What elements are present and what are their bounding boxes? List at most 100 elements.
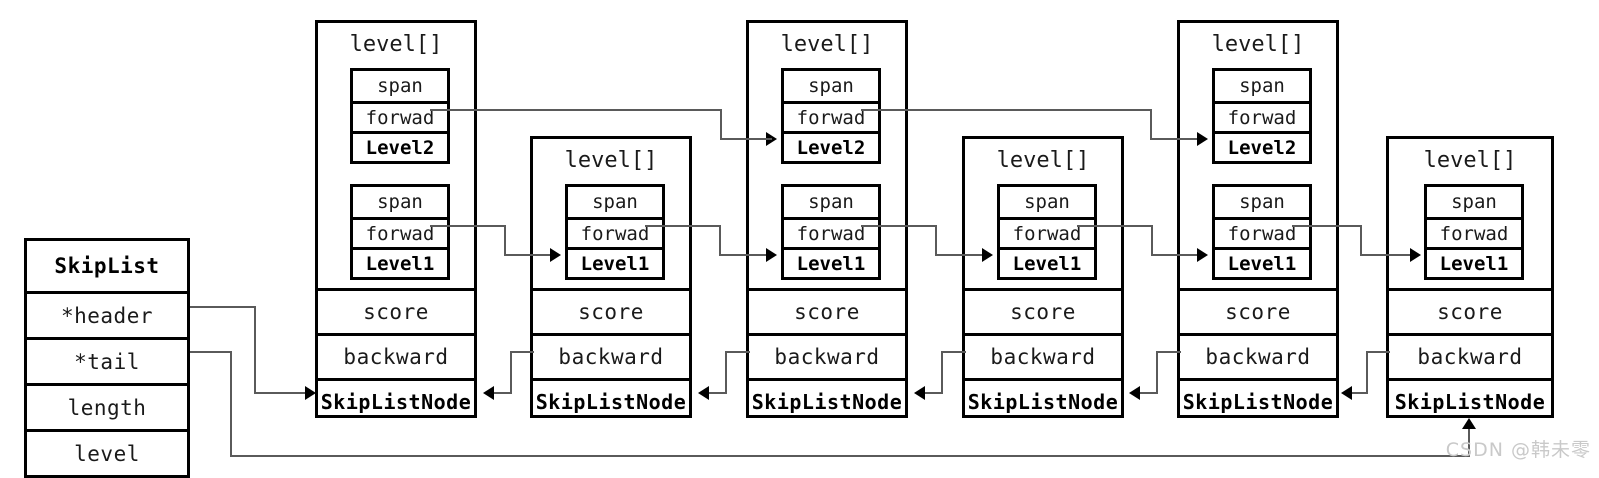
l2-link-3-5-seg-v <box>1150 109 1152 139</box>
node-5: level[] span forwad Level2 span forwad L… <box>1177 20 1339 418</box>
node-3-score: score <box>749 288 905 333</box>
node-1-backward: backward <box>318 333 474 378</box>
skiplist-struct-box: SkipList *header *tail length level <box>24 238 190 478</box>
bw-link-6-5-seg-v <box>1366 351 1368 393</box>
bw-link-4-3-seg-h1 <box>941 351 966 353</box>
node-2-level1-label: Level1 <box>568 247 662 277</box>
node-3-level-array-label: level[] <box>780 31 874 57</box>
node-2-level1-block: span forwad Level1 <box>565 184 665 280</box>
node-6-type: SkipListNode <box>1389 378 1551 423</box>
skiplist-field-level: level <box>27 429 187 475</box>
l1-link-4-5-arrow-icon <box>1197 248 1208 262</box>
node-5-level1-label: Level1 <box>1215 247 1309 277</box>
tail-pointer-arrow-icon <box>1462 418 1476 429</box>
node-6-score: score <box>1389 288 1551 333</box>
node-2-type: SkipListNode <box>533 378 689 423</box>
node-1-level1-label: Level1 <box>353 247 447 277</box>
node-1-level2-forward: forwad <box>353 101 447 131</box>
node-1-level2-label: Level2 <box>353 131 447 161</box>
bw-link-5-4-seg-v <box>1156 351 1158 393</box>
bw-link-2-1-seg-h1 <box>510 351 534 353</box>
l1-link-2-3-seg-h1 <box>645 225 721 227</box>
l2-link-3-5-arrow-icon <box>1197 132 1208 146</box>
node-6-level1-forward: forwad <box>1427 217 1521 247</box>
header-pointer-seg-v <box>254 306 256 393</box>
node-5-type: SkipListNode <box>1180 378 1336 423</box>
skiplist-field-length: length <box>27 383 187 429</box>
tail-pointer-seg-h1 <box>190 351 232 353</box>
bw-link-2-1-seg-v <box>510 351 512 393</box>
header-pointer-arrow-icon <box>305 386 316 400</box>
node-3-type: SkipListNode <box>749 378 905 423</box>
node-1-type: SkipListNode <box>318 378 474 423</box>
tail-pointer-seg-h2 <box>230 455 1470 457</box>
node-5-level1-span: span <box>1239 191 1285 213</box>
l1-link-1-2-seg-h2 <box>504 254 556 256</box>
node-1-score: score <box>318 288 474 333</box>
l1-link-1-2-seg-h1 <box>430 225 506 227</box>
node-1-level1-span: span <box>377 191 423 213</box>
l2-link-1-3-seg-h3 <box>740 138 772 140</box>
l1-link-5-6-seg-h1 <box>1292 225 1362 227</box>
node-3-level1-label: Level1 <box>784 247 878 277</box>
skiplist-title: SkipList <box>54 254 160 278</box>
node-3: level[] span forwad Level2 span forwad L… <box>746 20 908 418</box>
node-4-score: score <box>965 288 1121 333</box>
bw-link-4-3-arrow-icon <box>914 386 925 400</box>
bw-link-6-5-seg-h2 <box>1352 392 1368 394</box>
l2-link-1-3-seg-h1 <box>430 109 722 111</box>
node-5-level2-label: Level2 <box>1215 131 1309 161</box>
node-3-level2-label: Level2 <box>784 131 878 161</box>
node-5-level2-block: span forwad Level2 <box>1212 68 1312 164</box>
bw-link-4-3-seg-v <box>941 351 943 393</box>
skiplist-field-tail: *tail <box>27 337 187 383</box>
node-6-level1-block: span forwad Level1 <box>1424 184 1524 280</box>
l1-link-5-6-arrow-icon <box>1410 248 1421 262</box>
skiplist-field-header: *header <box>27 291 187 337</box>
bw-link-6-5-seg-h1 <box>1366 351 1390 353</box>
node-4-level1-forward: forwad <box>1000 217 1094 247</box>
node-1: level[] span forwad Level2 span forwad L… <box>315 20 477 418</box>
bw-link-6-5-arrow-icon <box>1341 386 1352 400</box>
bw-link-3-2-arrow-icon <box>698 386 709 400</box>
node-3-level2-forward: forwad <box>784 101 878 131</box>
node-5-level2-forward: forwad <box>1215 101 1309 131</box>
node-3-level2-span: span <box>808 75 854 97</box>
node-1-level2-span: span <box>377 75 423 97</box>
l1-link-4-5-seg-h1 <box>1077 225 1153 227</box>
node-2-backward: backward <box>533 333 689 378</box>
l1-link-2-3-arrow-icon <box>766 248 777 262</box>
l2-link-3-5-seg-h2 <box>1150 138 1203 140</box>
bw-link-2-1-seg-h2 <box>494 392 512 394</box>
l1-link-4-5-seg-v <box>1151 225 1153 255</box>
node-4-backward: backward <box>965 333 1121 378</box>
node-5-level1-forward: forwad <box>1215 217 1309 247</box>
bw-link-3-2-seg-v <box>725 351 727 393</box>
node-6-level-array-label: level[] <box>1423 147 1517 173</box>
node-3-level1-block: span forwad Level1 <box>781 184 881 280</box>
header-pointer-seg-h2 <box>254 392 309 394</box>
node-6-level1-label: Level1 <box>1427 247 1521 277</box>
node-4-type: SkipListNode <box>965 378 1121 423</box>
l1-link-1-2-seg-v <box>504 225 506 255</box>
node-4-level1-block: span forwad Level1 <box>997 184 1097 280</box>
bw-link-3-2-seg-h2 <box>709 392 727 394</box>
node-1-level1-forward: forwad <box>353 217 447 247</box>
bw-link-5-4-arrow-icon <box>1129 386 1140 400</box>
node-2-level-array-label: level[] <box>564 147 658 173</box>
tail-pointer-seg-v1 <box>230 351 232 456</box>
l1-link-4-5-seg-h2 <box>1151 254 1203 256</box>
l2-link-1-3-seg-h2 <box>720 138 742 140</box>
node-2: level[] span forwad Level1 score backwar… <box>530 136 692 418</box>
node-4-level1-label: Level1 <box>1000 247 1094 277</box>
node-1-level1-block: span forwad Level1 <box>350 184 450 280</box>
bw-link-5-4-seg-h1 <box>1156 351 1181 353</box>
l1-link-3-4-seg-h2 <box>935 254 988 256</box>
node-5-backward: backward <box>1180 333 1336 378</box>
node-4-level1-span: span <box>1024 191 1070 213</box>
node-4-level-array-label: level[] <box>996 147 1090 173</box>
watermark: CSDN @韩未零 <box>1445 439 1591 461</box>
l1-link-2-3-seg-v <box>719 225 721 255</box>
node-5-score: score <box>1180 288 1336 333</box>
bw-link-3-2-seg-h1 <box>725 351 750 353</box>
